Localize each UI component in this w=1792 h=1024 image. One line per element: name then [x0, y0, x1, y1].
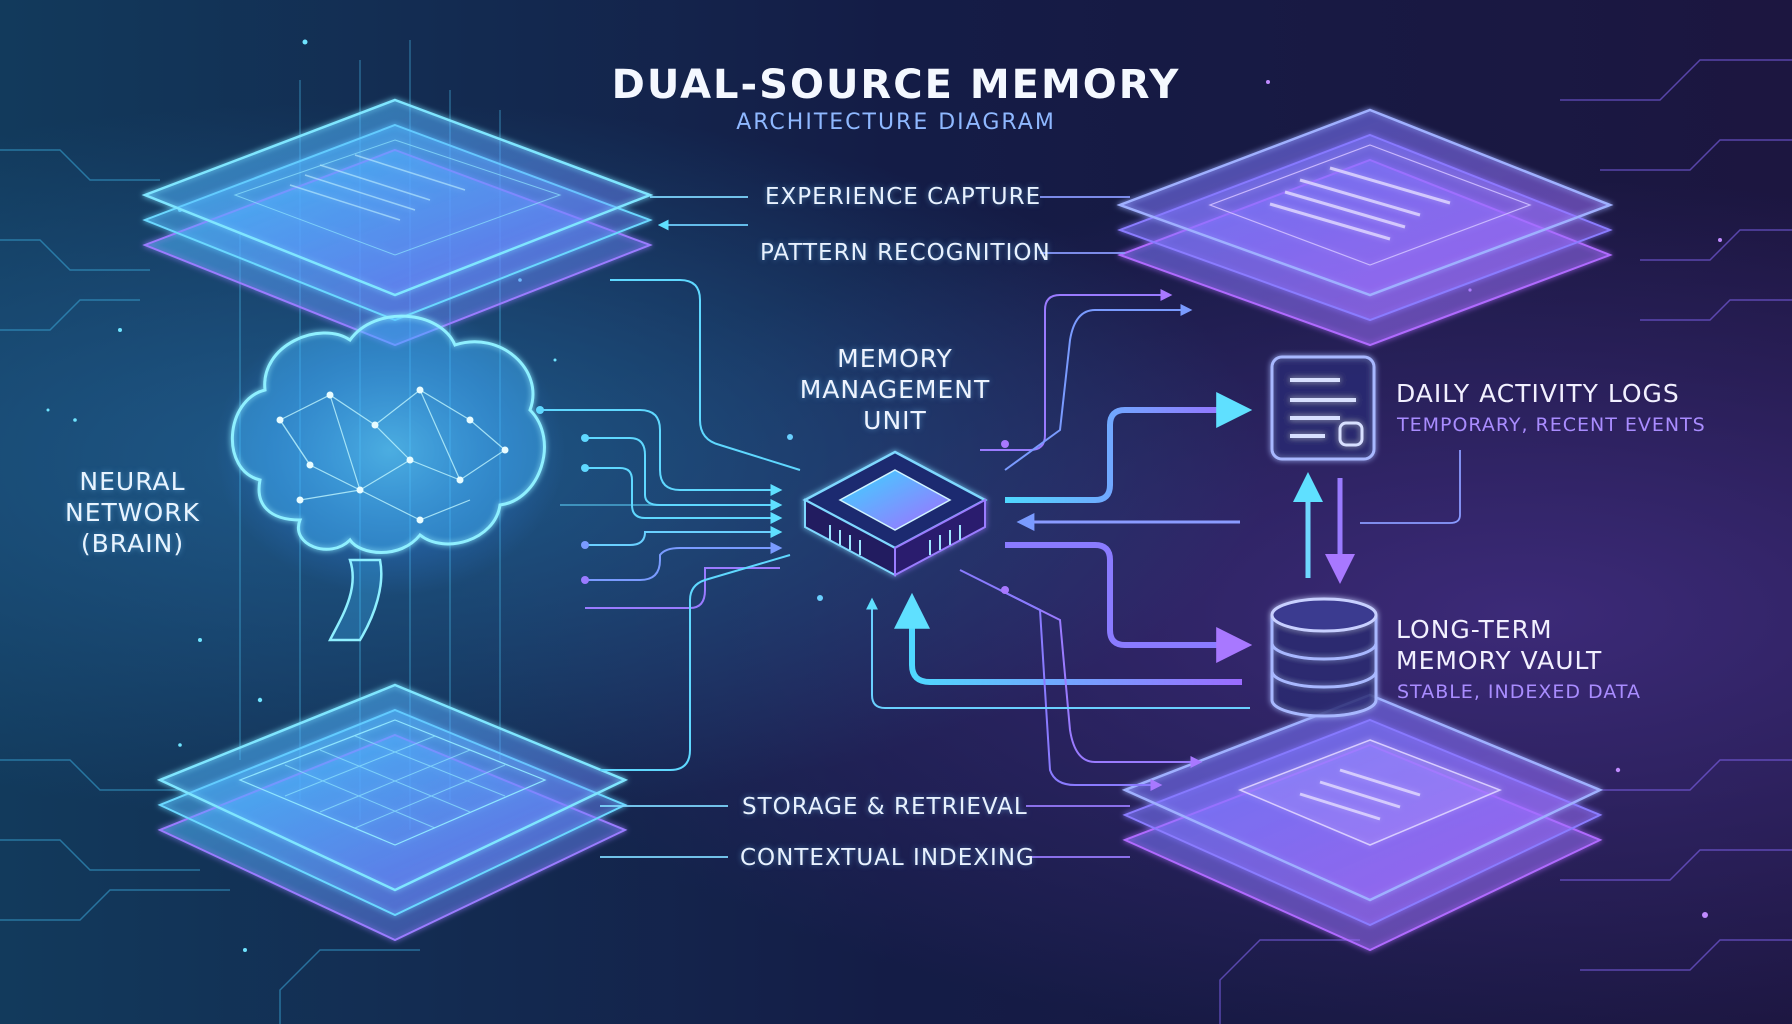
logs-vault-arrows: [1293, 450, 1461, 584]
long-term-title-line-2: MEMORY VAULT: [1396, 646, 1603, 675]
panel-stack-left-bottom: [156, 683, 629, 942]
circuit-traces: [0, 59, 1792, 1024]
flow-label-contextual-indexing: CONTEXTUAL INDEXING: [740, 845, 1035, 871]
memory-management-unit-chip: [802, 450, 988, 577]
diagram-title: DUAL-SOURCE MEMORY: [611, 62, 1181, 108]
daily-logs-title: DAILY ACTIVITY LOGS: [1396, 379, 1680, 408]
flow-label-storage-retrieval: STORAGE & RETRIEVAL: [742, 794, 1028, 820]
mmu-label-line-1: MEMORY: [837, 344, 953, 373]
brain-label-line-2: NETWORK: [65, 498, 200, 527]
daily-logs-desc: TEMPORARY, RECENT EVENTS: [1397, 414, 1706, 436]
panel-stack-right-bottom: [1121, 693, 1604, 952]
panel-stack-left-top: [141, 98, 654, 347]
long-term-title: LONG-TERM MEMORY VAULT: [1396, 614, 1602, 676]
long-term-title-line-1: LONG-TERM: [1396, 615, 1553, 644]
long-term-desc: STABLE, INDEXED DATA: [1397, 681, 1641, 703]
brain-icon: [215, 305, 565, 642]
mmu-label-line-2: MANAGEMENT: [799, 375, 991, 404]
mmu-label-line-3: UNIT: [863, 406, 927, 435]
brain-label: NEURAL NETWORK (BRAIN): [60, 466, 205, 559]
brain-label-line-1: NEURAL: [79, 467, 186, 496]
panel-stack-right-top: [1116, 108, 1614, 347]
flow-lines: [600, 196, 1130, 858]
flow-label-pattern-recognition: PATTERN RECOGNITION: [760, 240, 1051, 266]
flow-label-experience-capture: EXPERIENCE CAPTURE: [765, 184, 1042, 210]
mmu-to-storage-flows: [787, 289, 1253, 791]
brain-to-mmu-connectors: [536, 279, 801, 771]
database-icon: [1270, 597, 1378, 718]
diagram-subtitle: ARCHITECTURE DIAGRAM: [736, 110, 1056, 135]
brain-label-line-3: (BRAIN): [80, 529, 185, 558]
mmu-label: MEMORY MANAGEMENT UNIT: [790, 343, 1000, 436]
document-icon: [1270, 355, 1376, 461]
